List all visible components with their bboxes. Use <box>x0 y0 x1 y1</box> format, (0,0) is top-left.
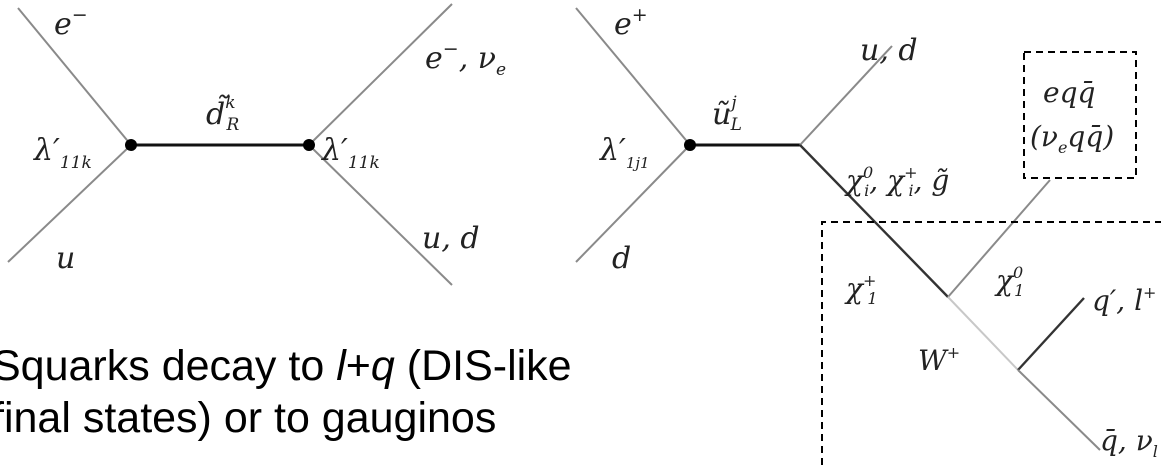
coupling-right-label: λ′11k <box>321 133 380 173</box>
final-state-box <box>1023 51 1137 179</box>
q-prime-label: q′, l+ <box>1092 283 1156 317</box>
d-incoming-line <box>575 144 691 263</box>
e-minus-label: e− <box>54 4 88 42</box>
vertex-right-dot <box>303 139 315 151</box>
neutralino-line <box>947 179 1051 298</box>
decay-region-box <box>821 221 1161 465</box>
w-boson-label: W+ <box>918 343 960 377</box>
box-line2: (νeqq̄) <box>1030 120 1114 157</box>
chargino-label: χ+1 <box>844 271 878 308</box>
u-incoming-line <box>7 144 132 263</box>
q-prime-outgoing-line <box>1017 297 1085 371</box>
coupling-1j1-label: λ′1j1 <box>599 133 650 172</box>
w-boson-line <box>947 296 1019 371</box>
caption-line2: final states) or to gauginos <box>0 394 497 442</box>
caption-line1: Squarks decay to l+q (DIS-like <box>0 342 572 390</box>
quark-out-label: u, d <box>422 221 480 256</box>
coupling-left-label: λ′11k <box>33 133 92 173</box>
vertex-left-dot <box>125 139 137 151</box>
u-label: u <box>56 241 75 276</box>
box-line1: eqq̄ <box>1043 76 1095 109</box>
e-minus-incoming-line <box>17 7 132 146</box>
qbar-label: q̄, νl <box>1100 424 1158 461</box>
caption-text: Squarks decay to l+q (DIS-like final sta… <box>0 340 792 444</box>
lepton-outgoing-line <box>308 3 453 146</box>
quark-ud-outgoing-line <box>799 45 893 146</box>
quark-outgoing-line <box>308 144 453 286</box>
qbar-outgoing-line <box>1017 369 1101 451</box>
e-plus-incoming-line <box>575 7 691 146</box>
vertex-right-diagram-dot <box>684 139 696 151</box>
d-label: d <box>612 241 631 276</box>
e-plus-label: e+ <box>614 4 648 42</box>
lepton-out-label: e−, νe <box>425 38 506 80</box>
quark-ud-label: u, d <box>860 33 918 68</box>
